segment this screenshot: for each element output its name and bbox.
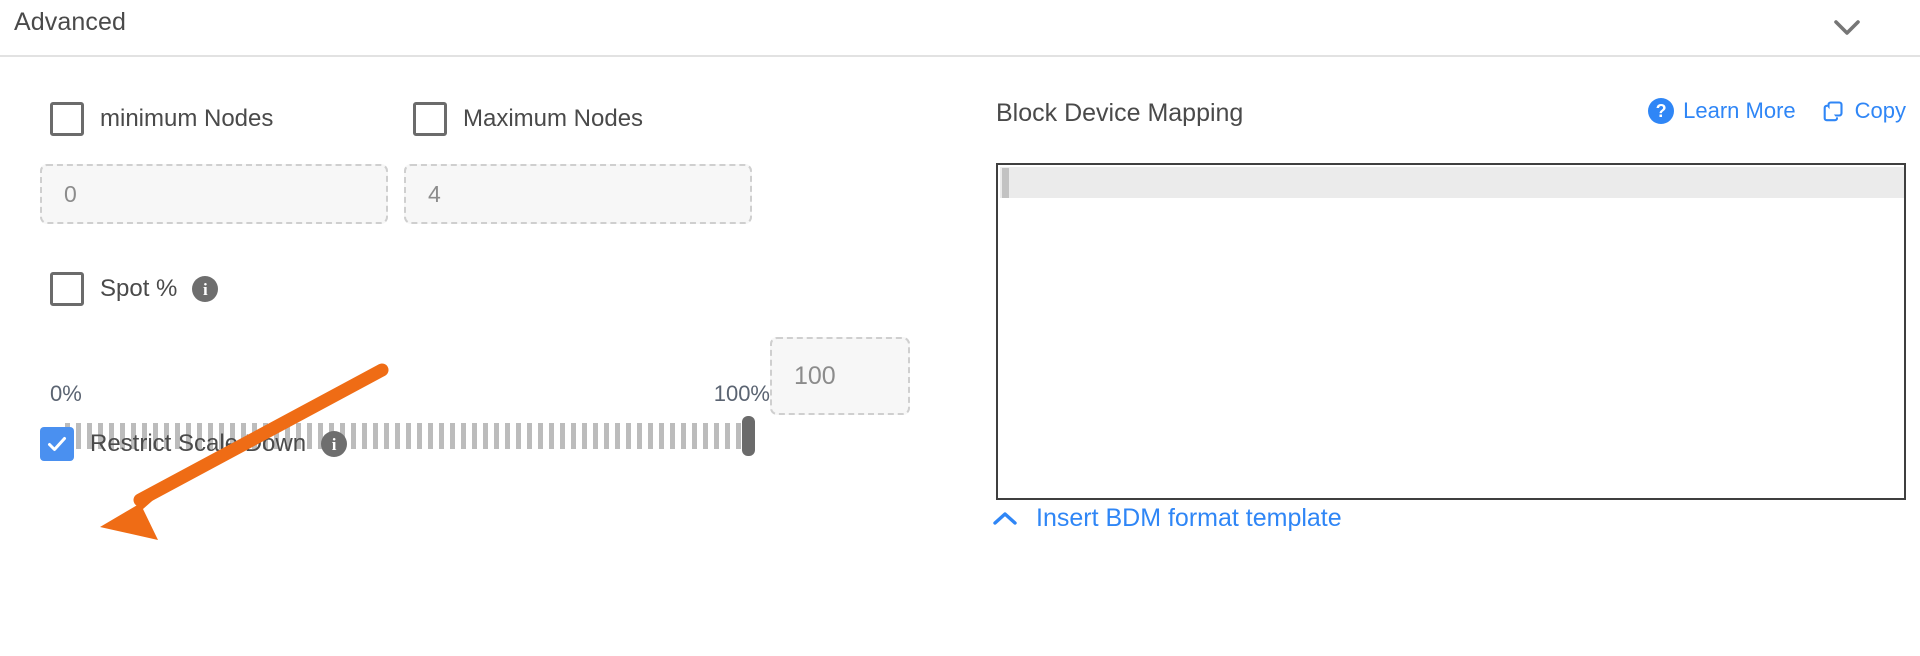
chevron-up-icon bbox=[990, 508, 1020, 530]
question-circle-icon: ? bbox=[1648, 98, 1675, 124]
editor-active-line bbox=[1000, 167, 1904, 198]
max-nodes-input-placeholder: 4 bbox=[428, 180, 441, 207]
copy-button[interactable]: Copy bbox=[1820, 98, 1906, 124]
min-nodes-checkbox[interactable] bbox=[50, 102, 84, 136]
restrict-scale-down-checkbox[interactable] bbox=[40, 427, 74, 461]
max-nodes-label: Maximum Nodes bbox=[463, 105, 644, 132]
max-nodes-checkbox-row[interactable]: Maximum Nodes bbox=[413, 102, 643, 136]
block-device-mapping-actions: ? Learn More Copy bbox=[1648, 98, 1906, 124]
min-nodes-label: minimum Nodes bbox=[100, 105, 274, 132]
insert-bdm-template-button[interactable]: Insert BDM format template bbox=[990, 504, 1342, 533]
spot-percent-value-input[interactable]: 100 bbox=[770, 337, 910, 415]
min-nodes-input-placeholder: 0 bbox=[64, 180, 77, 207]
copy-icon bbox=[1820, 98, 1846, 124]
restrict-scale-down-row[interactable]: Restrict Scale Down i bbox=[40, 427, 348, 461]
max-nodes-checkbox[interactable] bbox=[413, 102, 447, 136]
insert-bdm-template-label: Insert BDM format template bbox=[1036, 504, 1342, 532]
editor-cursor-gutter bbox=[1002, 168, 1009, 198]
spot-percent-value-placeholder: 100 bbox=[794, 361, 836, 390]
slider-min-label: 0% bbox=[50, 381, 82, 406]
slider-thumb[interactable] bbox=[742, 416, 755, 456]
header-divider bbox=[0, 55, 1920, 57]
info-icon[interactable]: i bbox=[321, 431, 348, 457]
min-nodes-input[interactable]: 0 bbox=[40, 164, 388, 224]
info-icon[interactable]: i bbox=[192, 276, 219, 302]
spot-percent-checkbox[interactable] bbox=[50, 272, 84, 306]
learn-more-button[interactable]: ? Learn More bbox=[1648, 98, 1796, 124]
copy-label: Copy bbox=[1854, 98, 1906, 123]
block-device-mapping-panel: Block Device Mapping ? Learn More Copy bbox=[960, 56, 1920, 656]
advanced-left-panel: minimum Nodes 0 Maximum Nodes 4 Spot % i… bbox=[0, 56, 960, 656]
spot-percent-checkbox-row[interactable]: Spot % i bbox=[50, 272, 219, 306]
min-nodes-checkbox-row[interactable]: minimum Nodes bbox=[50, 102, 273, 136]
block-device-mapping-title: Block Device Mapping bbox=[996, 99, 1244, 127]
advanced-section-header[interactable]: Advanced bbox=[0, 0, 1920, 57]
max-nodes-input[interactable]: 4 bbox=[404, 164, 752, 224]
spot-percent-label: Spot % bbox=[100, 275, 178, 302]
learn-more-label: Learn More bbox=[1683, 98, 1796, 123]
block-device-mapping-editor[interactable] bbox=[996, 163, 1906, 500]
chevron-down-icon[interactable] bbox=[1826, 10, 1868, 44]
slider-max-label: 100% bbox=[713, 381, 770, 406]
restrict-scale-down-label: Restrict Scale Down bbox=[90, 430, 307, 457]
page-title: Advanced bbox=[14, 8, 126, 36]
